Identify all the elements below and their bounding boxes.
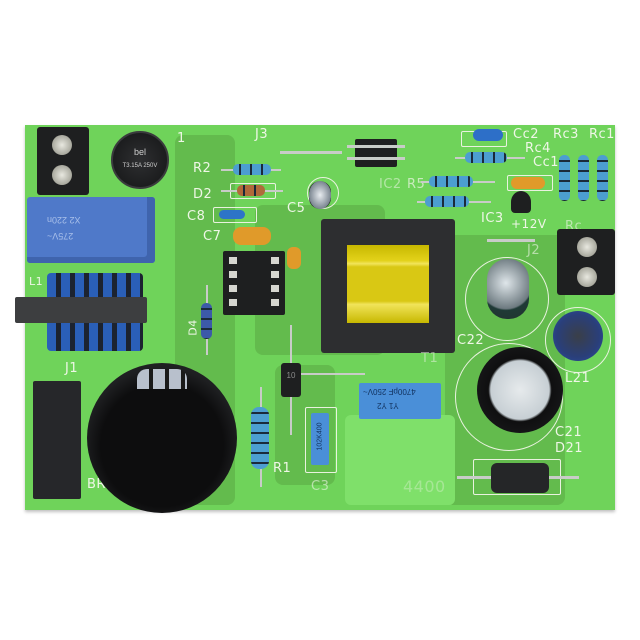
label-ic2: IC2 <box>379 177 402 192</box>
lead <box>301 373 365 375</box>
ycap-marking: 4700pF 250V~ <box>363 387 416 396</box>
lead <box>347 145 405 148</box>
fuse-brand-label: bel <box>133 147 146 157</box>
ic-pins <box>271 257 279 307</box>
resistor <box>425 196 469 207</box>
label-c21: C21 <box>555 425 583 440</box>
lead <box>347 157 405 160</box>
label-rc4: Rc4 <box>525 141 551 156</box>
ic-pins <box>229 257 237 307</box>
footprint-outline <box>213 207 257 223</box>
capacitor-tantalum <box>287 247 301 269</box>
xcap-marking: X2 220n <box>47 215 81 225</box>
resistor-r2 <box>233 164 271 175</box>
label-r5: R5 <box>407 177 426 192</box>
resistor <box>597 155 608 201</box>
board-id-label: 4400 <box>403 477 446 496</box>
pcb-board: bel T3.15A 250V 1 X2 220n 275V~ L1 J1 BR… <box>15 125 615 513</box>
resistor-rc3 <box>559 155 570 201</box>
label-t1: T1 <box>421 351 439 366</box>
film-cap-marking: 102K400 <box>316 422 324 451</box>
label-rc1: Rc1 <box>589 127 615 142</box>
capacitor-c5 <box>309 181 331 209</box>
film-capacitor-c3: 102K400 <box>311 413 329 465</box>
label-j2: J2 <box>527 243 541 258</box>
label-l21: L21 <box>565 371 591 386</box>
label-12v: +12V <box>511 217 547 231</box>
capacitor-c7 <box>233 227 271 245</box>
screw-terminal-icon <box>577 237 597 257</box>
copper-pour <box>345 415 455 505</box>
footprint-outline <box>305 407 337 473</box>
label-r1: R1 <box>273 461 292 476</box>
diode-vertical: 10 <box>281 363 301 397</box>
label-d2: D2 <box>193 187 213 202</box>
label-d21: D21 <box>555 441 584 456</box>
xcap-marking: 275V~ <box>47 231 74 241</box>
diode-d21 <box>491 463 549 493</box>
resistor-r1 <box>251 407 269 469</box>
x2-capacitor: X2 220n 275V~ <box>27 197 155 263</box>
label-d4: D4 <box>186 319 200 336</box>
capacitor-cc1 <box>511 177 545 189</box>
regulator-ic3 <box>511 191 531 213</box>
label-cc1: Cc1 <box>533 155 559 170</box>
label-c3: C3 <box>311 479 330 494</box>
resistor <box>429 176 473 187</box>
label-ic3: IC3 <box>481 211 504 226</box>
choke-core <box>15 297 147 323</box>
input-terminal-block[interactable] <box>37 127 89 195</box>
ycap-marking: Y1 Y2 <box>377 401 399 410</box>
capacitor-polarity-stripe <box>137 369 187 389</box>
capacitor-c21 <box>477 347 563 433</box>
label-f1: 1 <box>177 131 186 146</box>
inductor-l21 <box>553 311 603 361</box>
fuse-icon: bel T3.15A 250V <box>111 131 169 189</box>
capacitor-c22 <box>487 259 529 319</box>
resistor-d4 <box>201 303 212 339</box>
jumper-j2 <box>487 239 535 242</box>
ic-dip8 <box>223 251 285 315</box>
label-j3: J3 <box>255 127 269 142</box>
optocoupler-ic2 <box>355 139 397 167</box>
jumper-j3 <box>280 151 342 154</box>
footprint-outline <box>545 307 611 373</box>
label-c22: C22 <box>457 333 485 348</box>
bridge-rectifier <box>33 381 81 499</box>
transformer <box>321 219 455 353</box>
diode-marking: 10 <box>286 371 296 380</box>
footprint-outline <box>507 175 553 191</box>
footprint-outline <box>465 257 549 341</box>
label-j1: J1 <box>65 361 79 376</box>
output-terminal-block[interactable] <box>557 229 615 295</box>
label-r2: R2 <box>193 161 212 176</box>
capacitor-cc2 <box>473 129 503 141</box>
label-cc2: Cc2 <box>513 127 539 142</box>
screw-terminal-icon <box>52 135 72 155</box>
resistor-rc4 <box>465 152 507 163</box>
label-l1: L1 <box>29 275 44 288</box>
capacitor-c8 <box>219 210 245 219</box>
y-capacitor: 4700pF 250V~ Y1 Y2 <box>359 383 441 419</box>
label-c5: C5 <box>287 201 306 216</box>
label-c7: C7 <box>203 229 222 244</box>
label-rc3: Rc3 <box>553 127 579 142</box>
bulk-capacitor <box>87 363 237 513</box>
transformer-winding <box>347 245 429 323</box>
screw-terminal-icon <box>52 165 72 185</box>
fuse-rating-label: T3.15A 250V <box>122 163 158 169</box>
diode-d2 <box>237 185 265 196</box>
resistor-rc1 <box>578 155 589 201</box>
label-c8: C8 <box>187 209 206 224</box>
footprint-outline <box>455 343 563 451</box>
screw-terminal-icon <box>577 267 597 287</box>
